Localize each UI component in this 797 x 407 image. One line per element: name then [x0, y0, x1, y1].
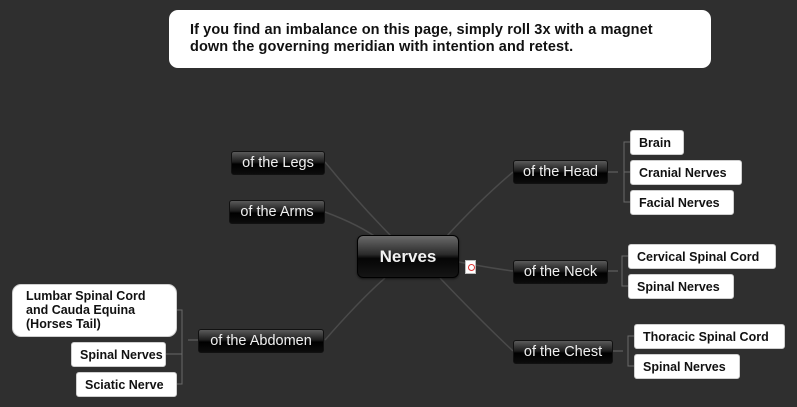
leaf-cranial-nerves[interactable]: Cranial Nerves [630, 160, 742, 185]
instruction-note: If you find an imbalance on this page, s… [169, 10, 711, 68]
branch-neck[interactable]: of the Neck [513, 260, 608, 284]
leaf-neck-spinal-nerves[interactable]: Spinal Nerves [628, 274, 734, 299]
leaf-lumbar-spinal-cord-label: Lumbar Spinal Cord and Cauda Equina (Hor… [26, 289, 146, 331]
leaf-cervical-spinal-cord[interactable]: Cervical Spinal Cord [628, 244, 776, 269]
branch-abdomen[interactable]: of the Abdomen [198, 329, 324, 353]
branch-chest[interactable]: of the Chest [513, 340, 613, 364]
instruction-line-2: down the governing meridian with intenti… [190, 39, 574, 55]
branch-head[interactable]: of the Head [513, 160, 608, 184]
leaf-thoracic-spinal-cord[interactable]: Thoracic Spinal Cord [634, 324, 785, 349]
leaf-facial-nerves[interactable]: Facial Nerves [630, 190, 734, 215]
central-topic[interactable]: Nerves [357, 235, 459, 278]
leaf-chest-spinal-nerves[interactable]: Spinal Nerves [634, 354, 740, 379]
branch-arms[interactable]: of the Arms [229, 200, 325, 224]
branch-legs[interactable]: of the Legs [231, 151, 325, 175]
leaf-sciatic-nerve[interactable]: Sciatic Nerve [76, 372, 177, 397]
instruction-line-1: If you find an imbalance on this page, s… [190, 22, 653, 38]
leaf-abdomen-spinal-nerves[interactable]: Spinal Nerves [71, 342, 166, 367]
document-icon[interactable] [465, 260, 476, 274]
leaf-brain[interactable]: Brain [630, 130, 684, 155]
leaf-lumbar-spinal-cord[interactable]: Lumbar Spinal Cord and Cauda Equina (Hor… [12, 284, 177, 337]
